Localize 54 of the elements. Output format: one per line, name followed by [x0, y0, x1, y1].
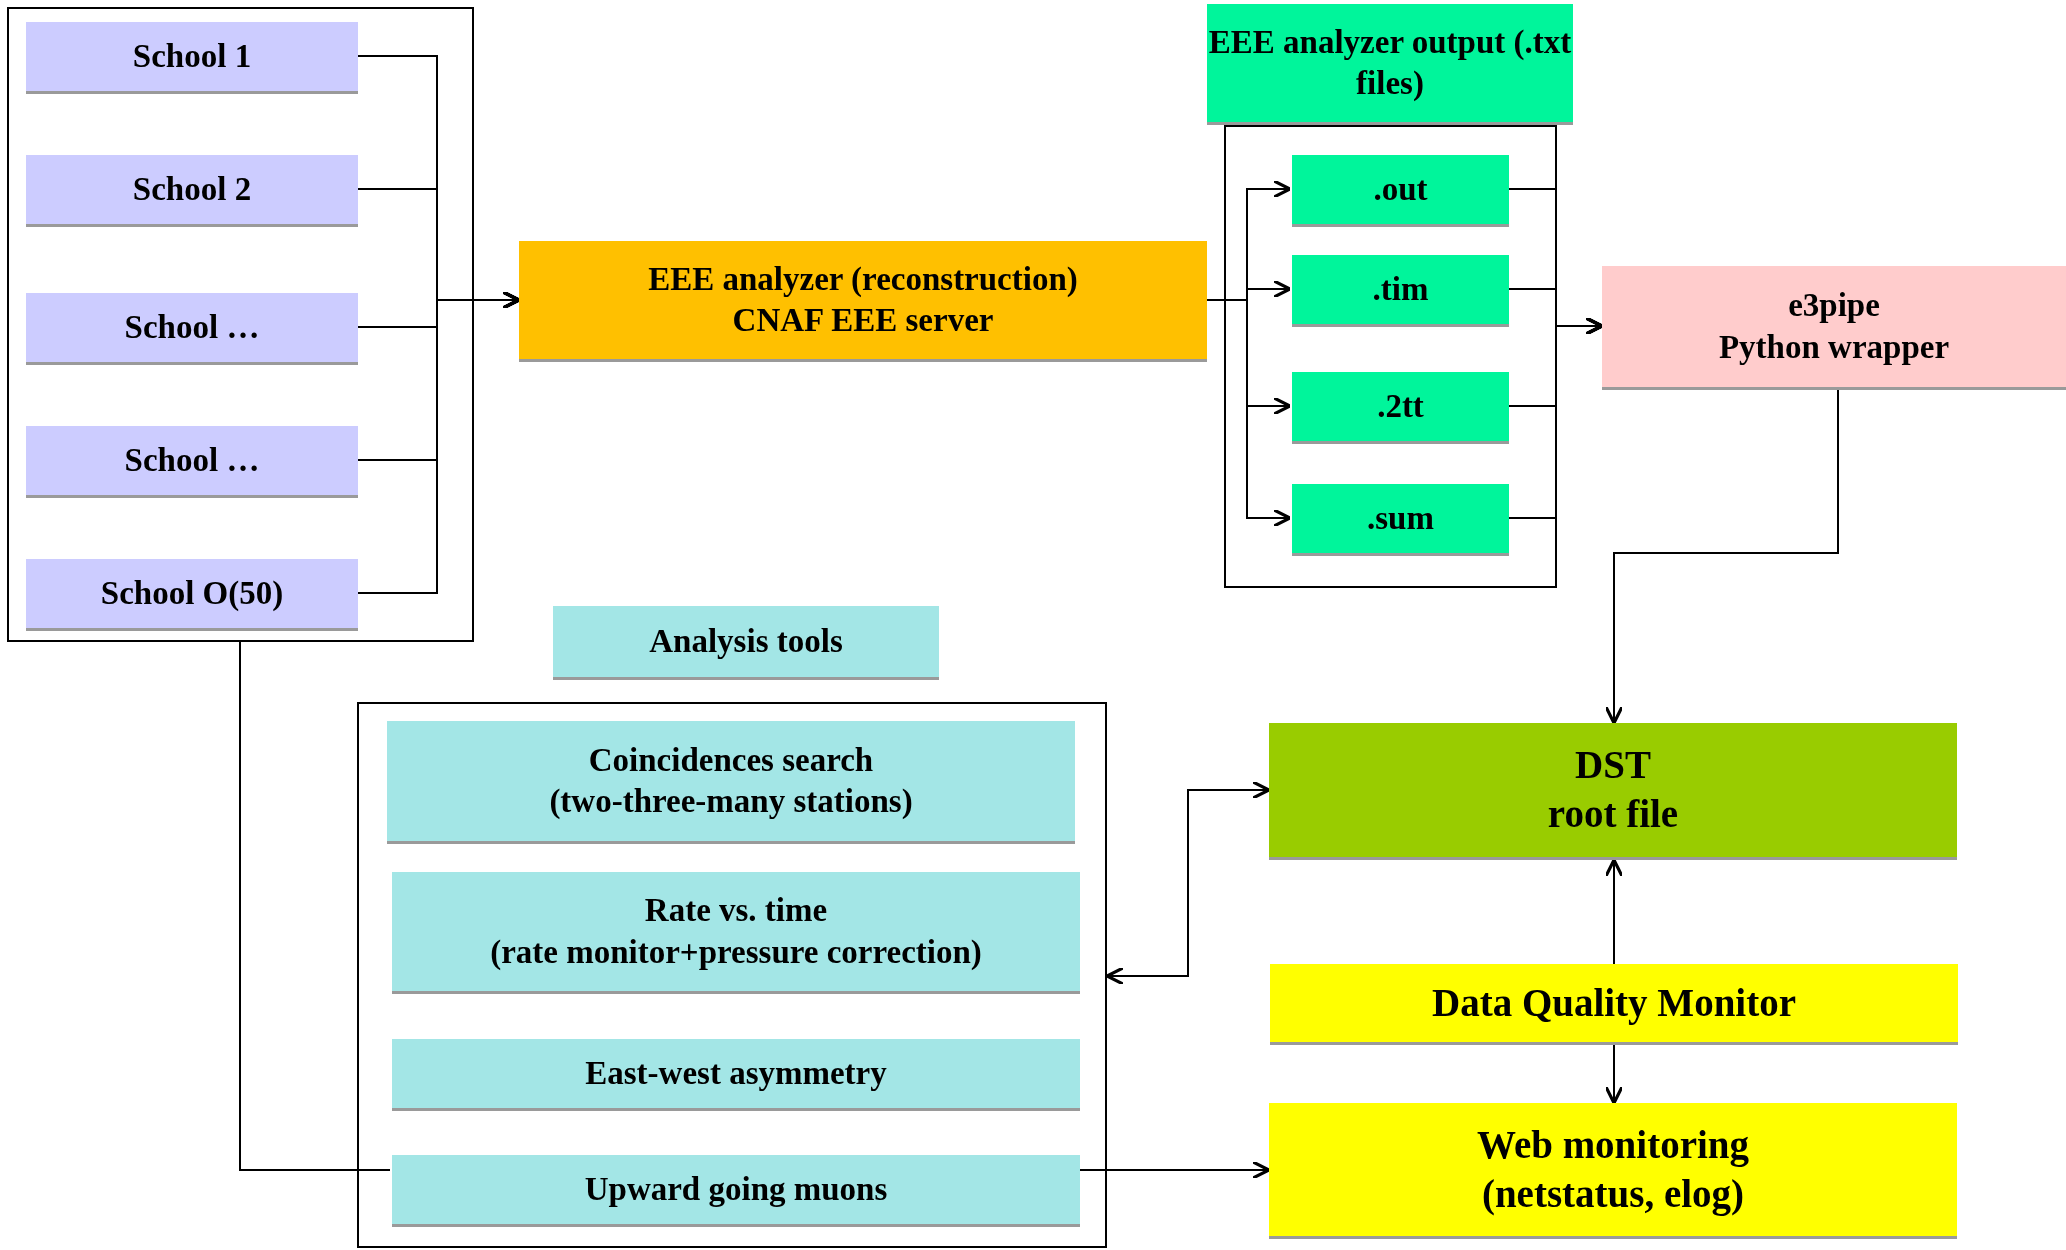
monitor-box — [1270, 964, 1958, 1045]
group-frame — [7, 7, 474, 642]
tool-box — [392, 872, 1080, 994]
node-label: School O(50) — [100, 573, 284, 613]
node-label: (netstatus, elog) — [1481, 1170, 1745, 1218]
connector-arrow — [1105, 780, 1271, 986]
process-box — [519, 241, 1207, 362]
node-label: Web monitoring — [1477, 1121, 1749, 1169]
tool-box — [392, 1155, 1080, 1227]
header-box — [1207, 4, 1573, 125]
school-box — [26, 155, 358, 227]
file-box — [1292, 155, 1509, 227]
group-frame — [357, 702, 1107, 1248]
process-box — [1602, 266, 2066, 390]
tool-box — [392, 1039, 1080, 1111]
file-box — [1292, 484, 1509, 556]
connector-arrow — [1206, 299, 1292, 528]
node-label: Python wrapper — [1718, 327, 1950, 367]
node-label: Coincidences search — [588, 740, 874, 780]
data-box — [1269, 723, 1957, 860]
node-label: root file — [1547, 791, 1679, 837]
school-box — [26, 293, 358, 365]
node-label: Analysis tools — [649, 621, 843, 661]
node-label: (rate monitor+pressure correction) — [490, 932, 982, 972]
node-label: EEE analyzer output (.txt files) — [1207, 22, 1573, 103]
node-label: East-west asymmetry — [585, 1053, 887, 1093]
connector-arrow — [1604, 389, 1839, 725]
connector-arrow — [1604, 1044, 1624, 1105]
file-box — [1292, 372, 1509, 444]
node-label: Rate vs. time — [644, 891, 828, 931]
node-label: e3pipe — [1788, 286, 1880, 326]
node-label: (two-three-many stations) — [549, 782, 913, 821]
monitor-box — [1269, 1103, 1957, 1239]
node-label: Upward going muons — [584, 1169, 888, 1209]
node-label: School … — [124, 307, 260, 347]
node-label: DST — [1575, 742, 1651, 789]
node-label: School … — [124, 440, 260, 480]
node-label: .out — [1373, 169, 1428, 209]
connector-arrow — [1604, 858, 1624, 965]
node-label: .tim — [1372, 269, 1429, 309]
group-frame — [1224, 125, 1557, 588]
node-label: .2tt — [1377, 386, 1424, 426]
tool-box — [387, 721, 1075, 844]
header-box — [553, 606, 939, 680]
file-box — [1292, 255, 1509, 327]
node-label: Data Quality Monitor — [1432, 979, 1796, 1027]
node-label: EEE analyzer (reconstruction) — [648, 259, 1078, 299]
node-label: School 2 — [132, 169, 252, 209]
node-label: CNAF EEE server — [732, 301, 994, 340]
node-label: School 1 — [132, 36, 252, 76]
school-box — [26, 559, 358, 631]
node-label: .sum — [1367, 498, 1434, 538]
school-box — [26, 22, 358, 94]
school-box — [26, 426, 358, 498]
